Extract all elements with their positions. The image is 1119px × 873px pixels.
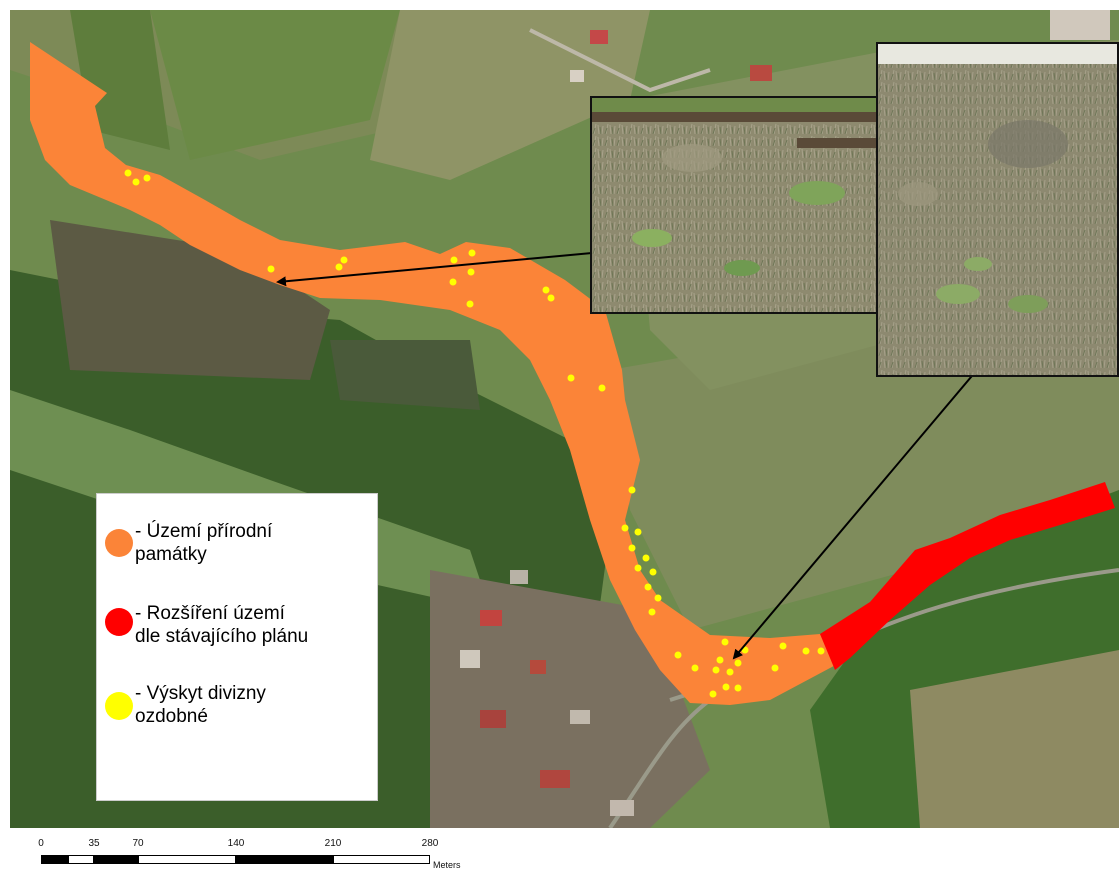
scale-tick-210: 210 xyxy=(324,838,342,849)
scale-segment-1 xyxy=(41,855,68,864)
scale-segment-2 xyxy=(68,855,94,864)
arrow-east-site xyxy=(732,354,991,660)
photo-west-image xyxy=(592,98,878,312)
scale-tick-0: 0 xyxy=(38,838,44,849)
scale-segment-6 xyxy=(333,855,430,864)
scale-tick-140: 140 xyxy=(227,838,245,849)
site-photo-east[interactable] xyxy=(876,42,1119,377)
scale-segment-4 xyxy=(138,855,236,864)
scale-tick-280: 280 xyxy=(421,838,439,849)
extension-area-polygon[interactable] xyxy=(820,482,1115,670)
scale-segment-3 xyxy=(94,855,138,864)
scale-tick-35: 35 xyxy=(88,838,100,849)
field-dark xyxy=(50,220,330,380)
field-north xyxy=(150,10,400,160)
arrow-west-site xyxy=(276,247,601,287)
garden-plots xyxy=(330,340,480,410)
legend-symbol-yellow xyxy=(105,692,133,720)
legend-label-extension: - Rozšíření území dle stávajícího plánu xyxy=(135,603,309,647)
legend-label-occurrence: - Výskyt divizny ozdobné xyxy=(135,683,266,727)
map-legend: - Území přírodní památky - Rozšíření úze… xyxy=(96,493,378,801)
scale-unit-label: Meters xyxy=(433,860,461,870)
field-southeast xyxy=(910,650,1119,828)
buildings xyxy=(460,10,1110,816)
photo-east-image xyxy=(878,44,1117,375)
field-north-east xyxy=(370,10,650,180)
legend-symbol-red xyxy=(105,608,133,636)
legend-symbol-orange xyxy=(105,529,133,557)
scale-bar: 0 35 70 140 210 280 Meters xyxy=(35,838,460,873)
scale-tick-70: 70 xyxy=(132,838,144,849)
road-north xyxy=(529,28,711,93)
scale-segment-5 xyxy=(236,855,333,864)
site-photo-west[interactable] xyxy=(590,96,880,314)
legend-label-protected: - Území přírodní památky xyxy=(135,521,273,565)
